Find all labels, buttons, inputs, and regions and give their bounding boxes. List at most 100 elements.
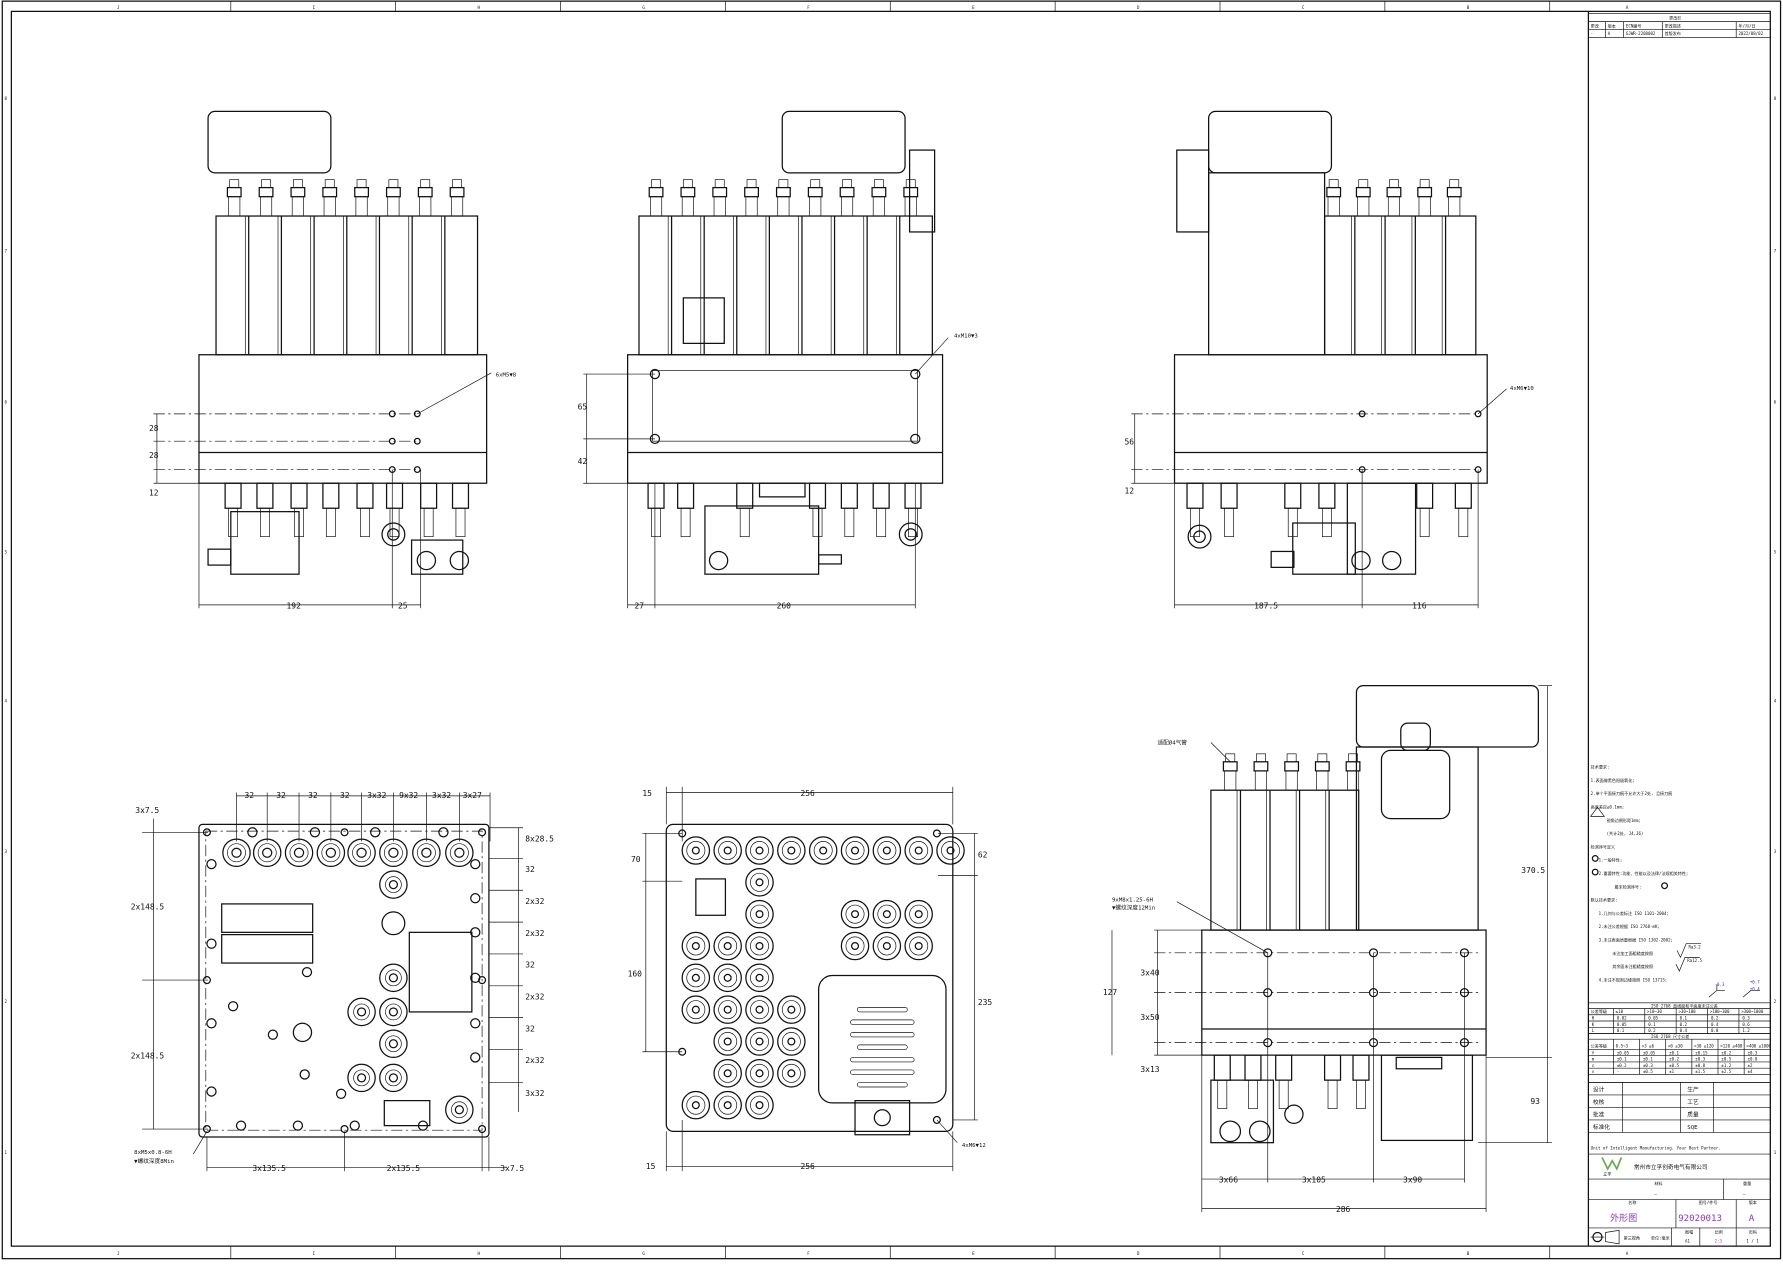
table-cell: ±2.5 [1721, 1069, 1731, 1074]
fitting-port [222, 838, 251, 868]
fitting [354, 186, 370, 198]
table-cell: ±0.5 [1643, 1069, 1653, 1074]
table-cell: 0.05 [1648, 1016, 1658, 1021]
zone-number-left: 2 [5, 999, 8, 1004]
fitting-port [347, 838, 376, 868]
fitting [807, 186, 823, 198]
fitting-port-ring [813, 841, 833, 860]
table-cell: ±1 [1669, 1069, 1674, 1074]
view-top: 32 32 32 32 3x32 9x32 3x32 3x27 3x7.5 2x… [131, 791, 554, 1173]
fitting-port-ring [416, 843, 436, 863]
port-inner [387, 528, 400, 541]
fitting-port-ring [718, 841, 738, 860]
revision-title: 更改栏 [1669, 14, 1681, 20]
valve-tip [651, 507, 661, 538]
port [1284, 1104, 1304, 1124]
fitting-port [284, 838, 314, 868]
table-cell: ±0.5 [1669, 1063, 1679, 1068]
valve-body [1292, 522, 1356, 575]
unit-label: 单位:毫米 [1651, 1234, 1670, 1240]
fitting-body [1285, 770, 1298, 791]
note-line-4: 锐角边倒形距1mm; [1607, 817, 1641, 823]
fitting [1222, 761, 1238, 772]
fitting-port-ring [383, 843, 403, 863]
sensor-block [410, 539, 464, 575]
fitting-port [379, 1029, 408, 1059]
valve-tip [228, 507, 238, 538]
fitting-port-core [850, 846, 860, 855]
callout-m5: 6xM5▼8 [496, 372, 517, 378]
dim-3x90: 3x90 [1403, 1175, 1422, 1184]
fitting-port [745, 1027, 774, 1056]
fitting-body [1327, 196, 1340, 217]
table-cell: c [1592, 1063, 1595, 1068]
drawing-no-label: 图号/件号 [1699, 1199, 1718, 1205]
fitting-port [777, 995, 806, 1024]
table-cell: 0.4 [1680, 1028, 1688, 1033]
fitting-port [936, 836, 965, 865]
fitting-port-core [787, 1037, 796, 1046]
zone-letter-bottom: D [1137, 1251, 1140, 1256]
fitting-cap [905, 179, 916, 188]
fitting-port-core [755, 846, 764, 855]
vent-slot [856, 1082, 908, 1088]
fitting-port [777, 1027, 806, 1056]
motor-housing [207, 110, 332, 174]
valve-tip [325, 507, 336, 538]
dim-right-6: 32 [525, 1024, 535, 1033]
fitting-port-core [691, 1101, 700, 1110]
warning-triangle-icon [1589, 806, 1605, 817]
fitting-port-core [882, 846, 891, 855]
fitting-port-ring [353, 1003, 370, 1021]
table-header: >120 ≤400 [1720, 1044, 1743, 1049]
screw-hole [206, 858, 217, 870]
signoff-label: 质量 [1687, 1111, 1699, 1119]
zone-number-right: 1 [1774, 1150, 1777, 1155]
valve-stem [256, 482, 274, 509]
key-characteristic-icon [1591, 868, 1599, 876]
view-bottom: 15 256 70 160 62 235 15 256 4xM6▼12 [628, 786, 992, 1172]
screw-hole [438, 827, 449, 838]
table-cell: H [1592, 1016, 1595, 1021]
fitting-body [904, 196, 917, 217]
note-line-2: 2.单个平面接刀痕不允许大于2处, 且接刀痕 [1591, 790, 1673, 796]
screw-hole [267, 1029, 279, 1040]
fitting-port-core [388, 1007, 399, 1017]
table-cell: ±0.1 [1669, 1050, 1679, 1055]
fitting-cap [356, 179, 367, 188]
fitting-port-ring [781, 1000, 801, 1020]
fitting-port-core [787, 1005, 796, 1014]
fitting-port-core [293, 847, 305, 858]
table-cell: 0.2 [1680, 1022, 1688, 1027]
fitting-cap [1449, 179, 1460, 188]
rev-header: 版本 [1608, 22, 1616, 28]
port [708, 550, 729, 571]
fitting-port [713, 963, 742, 993]
note-line-10: 默认技术要求: [1591, 897, 1618, 903]
name-label: 名称 [1628, 1199, 1636, 1205]
last-inspection-icon [1661, 882, 1669, 890]
fitting-port-core [356, 847, 367, 858]
fitting-port [681, 995, 711, 1024]
fitting [1446, 186, 1462, 198]
fitting-port [316, 838, 346, 868]
dim-top-6: 3x32 [432, 791, 451, 800]
fitting-port-ring [385, 1035, 402, 1053]
zone-letter-bottom: B [1467, 1251, 1470, 1256]
port [1351, 550, 1371, 571]
vent-slot [850, 1019, 915, 1025]
valve-stem [647, 482, 665, 509]
zone-number-right: 6 [1774, 400, 1777, 405]
fitting-port-core [819, 846, 828, 855]
port [416, 550, 437, 571]
dim-28-b: 28 [149, 451, 159, 460]
valve-tip [1356, 1079, 1366, 1109]
zone-number-right: 2 [1774, 999, 1777, 1004]
dim-top-width: 256 [800, 789, 815, 798]
fitting-port [713, 836, 742, 865]
note-line-1: 1.表面做黑色阳极氧化; [1591, 777, 1635, 783]
valve-stem [420, 482, 438, 509]
fitting-body [1357, 196, 1370, 217]
table-cell: 0.2 [1648, 1028, 1656, 1033]
